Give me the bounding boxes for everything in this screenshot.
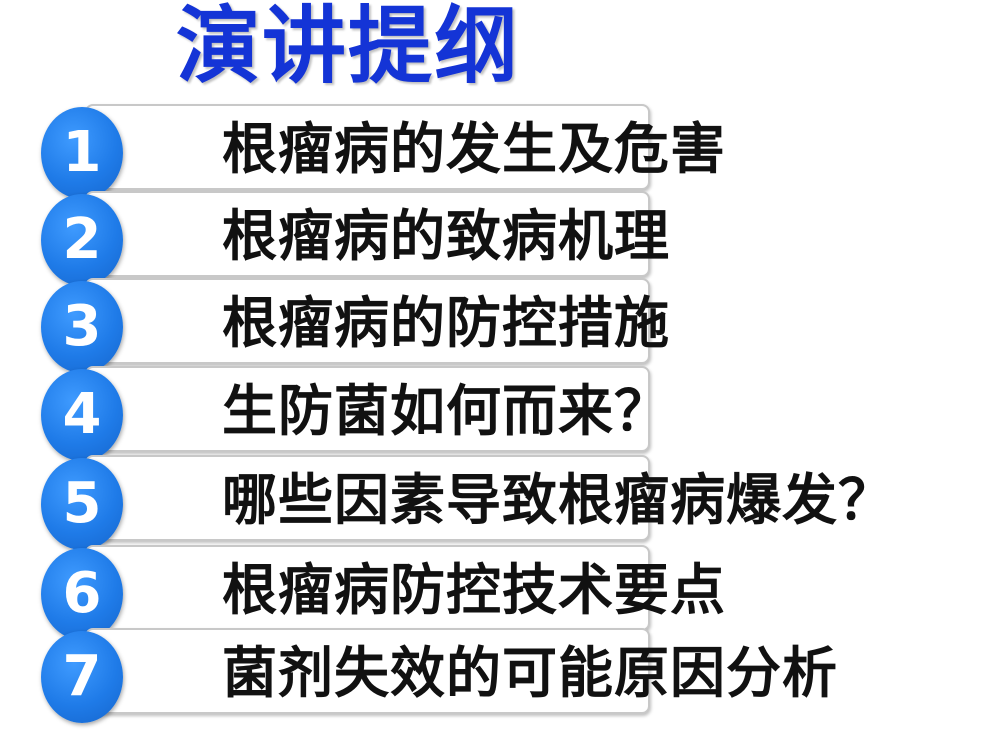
number-badge: 3 [41,281,123,373]
outline-item-3: 3 根瘤病的防控措施 [0,278,1000,373]
outline-item-4: 4 生防菌如何而来？ [0,366,1000,461]
outline-item-box [85,278,650,364]
number-badge: 1 [41,107,123,199]
outline-item-label: 哪些因素导致根瘤病爆发？ [222,468,895,532]
outline-item-label: 菌剂失效的可能原因分析 [222,641,839,705]
outline-item-box [85,628,650,714]
outline-item-label: 生防菌如何而来？ [222,379,671,443]
outline-item-box [85,191,650,277]
number-badge: 7 [41,631,123,723]
outline-item-label: 根瘤病的防控措施 [222,291,671,355]
page-title: 演讲提纲 [176,0,521,95]
number-badge: 4 [41,369,123,461]
outline-item-1: 1 根瘤病的发生及危害 [0,104,1000,199]
outline-item-2: 2 根瘤病的致病机理 [0,191,1000,286]
outline-item-label: 根瘤病防控技术要点 [222,558,727,622]
outline-item-7: 7 菌剂失效的可能原因分析 [0,628,1000,723]
number-badge: 5 [41,458,123,550]
number-badge: 6 [41,548,123,640]
outline-item-box [85,104,650,190]
outline-item-box [85,366,650,452]
outline-item-label: 根瘤病的致病机理 [222,204,671,268]
outline-item-6: 6 根瘤病防控技术要点 [0,545,1000,640]
outline-item-label: 根瘤病的发生及危害 [222,117,727,181]
outline-item-5: 5 哪些因素导致根瘤病爆发？ [0,455,1000,550]
number-badge: 2 [41,194,123,286]
